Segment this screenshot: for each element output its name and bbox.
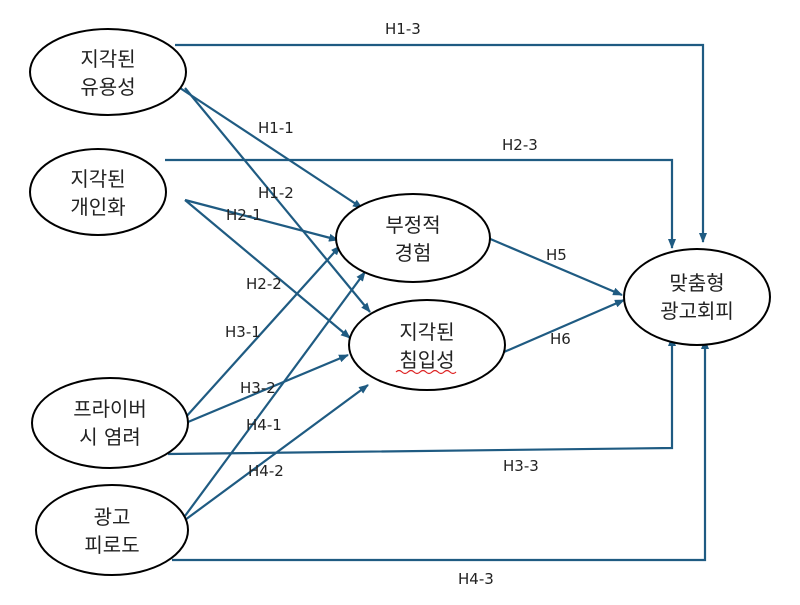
- label-h3-3: H3-3: [503, 457, 539, 475]
- label-h6: H6: [550, 330, 571, 348]
- edge-h3-2: [187, 353, 349, 424]
- node-label-line-1: 프라이버: [73, 397, 147, 421]
- edge-h3-1: [184, 245, 341, 419]
- node-label-line-1: 부정적: [385, 213, 440, 237]
- node-label-line-1: 지각된: [70, 167, 125, 191]
- node-privacy-concern: 프라이버 시 염려: [31, 377, 189, 469]
- edge-h4-3: [172, 339, 709, 562]
- node-label-line-2: 경험: [395, 241, 432, 265]
- label-h4-2: H4-2: [248, 462, 284, 480]
- edge-h3-3: [167, 336, 676, 456]
- node-label-line-2: 개인화: [70, 195, 125, 219]
- node-perceived-personalization: 지각된 개인화: [29, 148, 167, 236]
- label-h1-3: H1-3: [385, 20, 421, 38]
- node-label-line-2: 피로도: [84, 533, 139, 557]
- label-h2-1: H2-1: [226, 206, 262, 224]
- label-h3-1: H3-1: [225, 323, 261, 341]
- edge-h4-1: [181, 271, 366, 521]
- label-h5: H5: [546, 246, 567, 264]
- node-perceived-usefulness: 지각된 유용성: [29, 28, 187, 116]
- edge-h2-3: [165, 158, 676, 249]
- label-h1-2: H1-2: [258, 184, 294, 202]
- node-label-line-1: 광고: [94, 505, 131, 529]
- edge-h4-2: [184, 384, 369, 521]
- label-h2-2: H2-2: [246, 275, 282, 293]
- node-label-line-2: 침입성: [399, 348, 454, 372]
- label-h4-3: H4-3: [458, 570, 494, 588]
- edge-h1-1: [179, 87, 363, 209]
- label-h3-2: H3-2: [240, 379, 276, 397]
- node-ad-avoidance: 맞춤형 광고회피: [623, 248, 771, 346]
- edge-h1-2: [184, 87, 371, 313]
- node-perceived-intrusiveness: 지각된 침입성: [348, 299, 506, 391]
- label-h4-1: H4-1: [246, 416, 282, 434]
- node-label-line-1: 지각된: [80, 47, 135, 71]
- node-label-line-2: 시 염려: [79, 425, 141, 449]
- node-label-line-1: 맞춤형: [669, 271, 724, 295]
- edge-h5: [487, 236, 623, 297]
- spellcheck-underline: [395, 369, 457, 375]
- label-h1-1: H1-1: [258, 119, 294, 137]
- node-label-line-2: 광고회피: [660, 299, 734, 323]
- node-negative-experience: 부정적 경험: [335, 193, 491, 283]
- label-h2-3: H2-3: [502, 136, 538, 154]
- edge-h2-2: [184, 199, 351, 339]
- node-ad-fatigue: 광고 피로도: [35, 484, 189, 576]
- node-label-line-2: 유용성: [80, 75, 135, 99]
- node-label-line-1: 지각된: [399, 320, 454, 344]
- edge-h6: [503, 298, 625, 354]
- edge-h1-3: [175, 43, 707, 243]
- edge-h2-1: [184, 198, 339, 242]
